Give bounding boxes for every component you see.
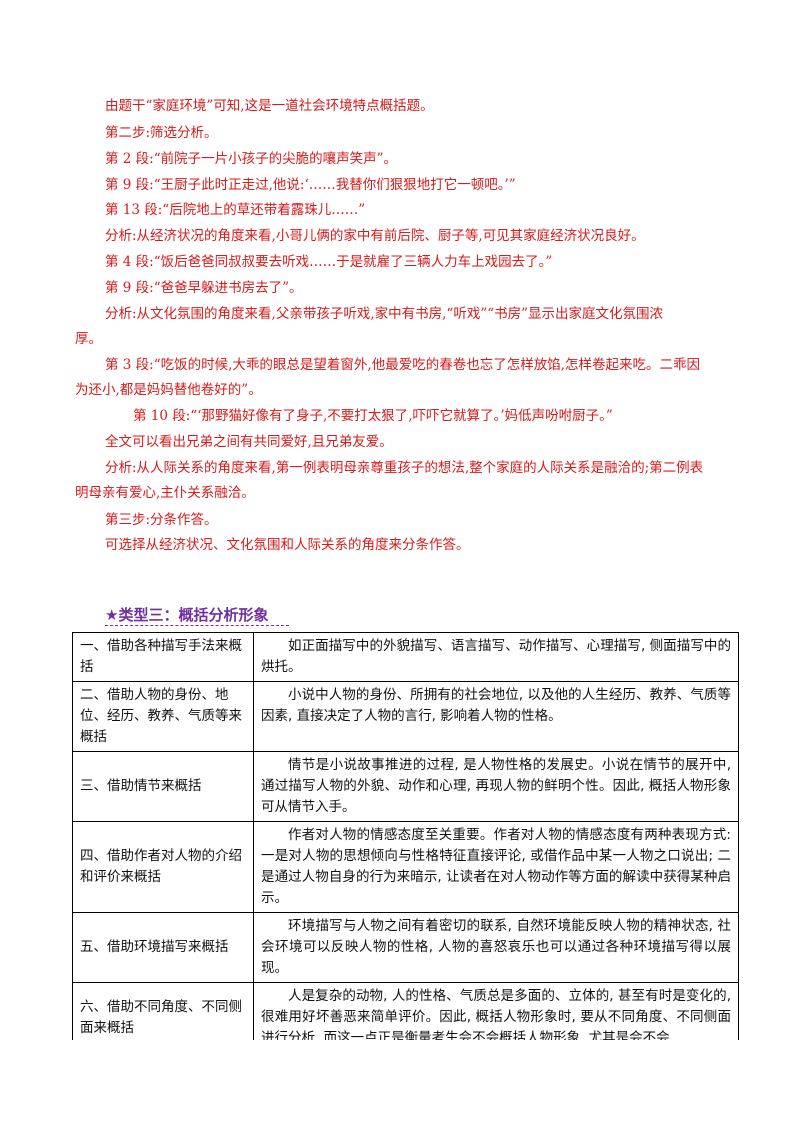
method-label: 五、借助环境描写来概括 bbox=[72, 912, 254, 983]
analysis-line: 第 3 段:“吃饭的时候,大乖的眼总是望着窗外,他最爱吃的春卷也忘了怎样放馅,怎… bbox=[105, 357, 700, 373]
analysis-line: 厚。 bbox=[75, 331, 102, 347]
analysis-line: 全文可以看出兄弟之间有共同爱好,且兄弟友爱。 bbox=[105, 434, 393, 450]
analysis-line: 第 10 段:“‘那野猫好像有了身子,不要打太狠了,吓吓它就算了。’妈低声吩咐厨… bbox=[133, 408, 613, 424]
analysis-line: 为还小,都是妈妈替他卷好的”。 bbox=[75, 382, 262, 398]
method-description: 小说中人物的身份、所拥有的社会地位, 以及他的人生经历、教养、气质等因素, 直接… bbox=[253, 681, 739, 752]
analysis-line: 第 9 段:“爸爸早躲进书房去了”。 bbox=[105, 280, 303, 296]
table-row: 五、借助环境描写来概括 环境描写与人物之间有着密切的联系, 自然环境能反映人物的… bbox=[72, 912, 739, 983]
analysis-line: 分析:从人际关系的角度来看,第一例表明母亲尊重孩子的想法,整个家庭的人际关系是融… bbox=[105, 460, 704, 476]
method-description: 作者对人物的情感态度至关重要。作者对人物的情感态度有两种表现方式: 一是对人物的… bbox=[253, 821, 739, 913]
method-label: 四、借助作者对人物的介绍和评价来概括 bbox=[72, 821, 254, 913]
method-description: 环境描写与人物之间有着密切的联系, 自然环境能反映人物的精神状态, 社会环境可以… bbox=[253, 912, 739, 983]
method-label: 六、借助不同角度、不同侧面来概括 bbox=[72, 982, 254, 1040]
table-row: 二、借助人物的身份、地位、经历、教养、气质等来概括 小说中人物的身份、所拥有的社… bbox=[72, 681, 739, 752]
method-label: 三、借助情节来概括 bbox=[72, 751, 254, 822]
analysis-line: 第 4 段:“饭后爸爸同叔叔要去听戏……于是就雇了三辆人力车上戏园去了。” bbox=[105, 254, 553, 270]
analysis-line: 可选择从经济状况、文化氛围和人际关系的角度来分条作答。 bbox=[105, 537, 470, 553]
analysis-line: 第二步:筛选分析。 bbox=[105, 125, 218, 141]
table-row: 三、借助情节来概括 情节是小说故事推进的过程, 是人物性格的发展史。小说在情节的… bbox=[72, 751, 739, 822]
section-heading: ★类型三：概括分析形象 bbox=[105, 606, 269, 624]
analysis-line: 由题干“家庭环境”可知,这是一道社会环境特点概括题。 bbox=[105, 98, 434, 114]
analysis-line: 分析:从文化氛围的角度来看,父亲带孩子听戏,家中有书房,“听戏”“书房”显示出家… bbox=[105, 306, 664, 322]
table-row: 四、借助作者对人物的介绍和评价来概括 作者对人物的情感态度至关重要。作者对人物的… bbox=[72, 821, 739, 913]
method-label: 一、借助各种描写手法来概括 bbox=[72, 632, 254, 682]
method-description: 如正面描写中的外貌描写、语言描写、动作描写、心理描写, 侧面描写中的烘托。 bbox=[253, 632, 739, 682]
analysis-line: 第三步:分条作答。 bbox=[105, 512, 218, 528]
method-table: 一、借助各种描写手法来概括 如正面描写中的外貌描写、语言描写、动作描写、心理描写… bbox=[72, 632, 739, 1040]
table-row: 六、借助不同角度、不同侧面来概括 人是复杂的动物, 人的性格、气质总是多面的、立… bbox=[72, 982, 739, 1040]
analysis-line: 第 13 段:“后院地上的草还带着露珠儿……” bbox=[105, 202, 366, 218]
method-description: 人是复杂的动物, 人的性格、气质总是多面的、立体的, 甚至有时是变化的, 很难用… bbox=[253, 982, 739, 1040]
page-content: 由题干“家庭环境”可知,这是一道社会环境特点概括题。 第二步:筛选分析。 第 2… bbox=[72, 98, 739, 1040]
method-label: 二、借助人物的身份、地位、经历、教养、气质等来概括 bbox=[72, 681, 254, 752]
method-description: 情节是小说故事推进的过程, 是人物性格的发展史。小说在情节的展开中, 通过描写人… bbox=[253, 751, 739, 822]
analysis-line: 第 2 段:“前院子一片小孩子的尖脆的嚷声笑声”。 bbox=[105, 151, 398, 167]
table-row: 一、借助各种描写手法来概括 如正面描写中的外貌描写、语言描写、动作描写、心理描写… bbox=[72, 632, 739, 682]
analysis-line: 分析:从经济状况的角度来看,小哥儿俩的家中有前后院、厨子等,可见其家庭经济状况良… bbox=[105, 228, 645, 244]
analysis-line: 明母亲有爱心,主仆关系融洽。 bbox=[75, 485, 255, 501]
heading-underline bbox=[105, 625, 289, 626]
analysis-line: 第 9 段:“王厨子此时正走过,他说:‘……我替你们狠狠地打它一顿吧。’” bbox=[105, 177, 516, 193]
